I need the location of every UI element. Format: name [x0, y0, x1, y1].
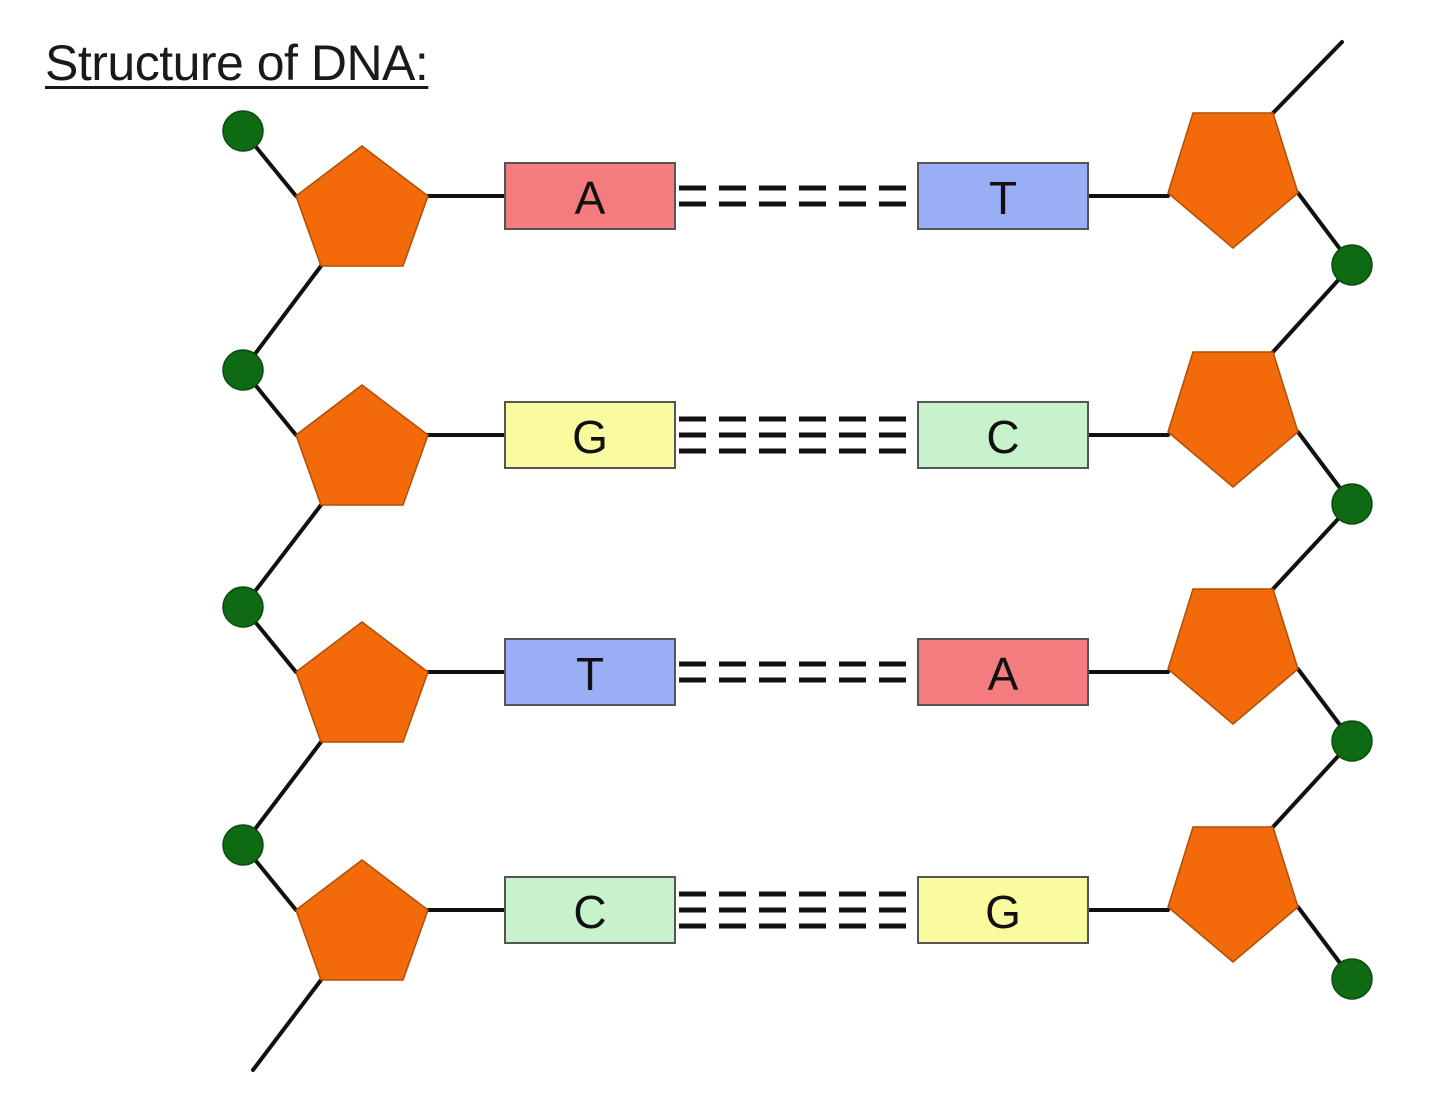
phosphate-group [1331, 720, 1373, 762]
diagram-title: Structure of DNA: [45, 35, 429, 91]
backbone-bond [241, 264, 323, 372]
deoxyribose-sugar [295, 384, 429, 506]
deoxyribose-sugar [295, 145, 429, 267]
deoxyribose-sugar [1167, 588, 1299, 725]
base-T [917, 162, 1089, 230]
base-A [504, 162, 676, 230]
backbone-tail [251, 978, 323, 1072]
base-label: T [989, 172, 1017, 224]
base-C [917, 401, 1089, 469]
base-label: C [573, 886, 606, 938]
phosphate-group [1331, 244, 1373, 286]
base-label: C [986, 411, 1019, 463]
base-T [504, 638, 676, 706]
base-G [504, 401, 676, 469]
base-label: T [576, 648, 604, 700]
backbone-tail [1271, 40, 1344, 115]
base-label: A [575, 172, 606, 224]
deoxyribose-sugar [295, 859, 429, 981]
phosphate-group [222, 110, 264, 152]
deoxyribose-sugar [1167, 351, 1299, 488]
deoxyribose-sugar [295, 621, 429, 743]
base-C [504, 876, 676, 944]
base-A [917, 638, 1089, 706]
base-label: G [985, 886, 1021, 938]
deoxyribose-sugar [1167, 826, 1299, 963]
backbone-bond [241, 503, 323, 609]
base-label: A [988, 648, 1019, 700]
phosphate-group [1331, 958, 1373, 1000]
phosphate-group [222, 349, 264, 391]
phosphate-group [222, 824, 264, 866]
base-G [917, 876, 1089, 944]
deoxyribose-sugar [1167, 112, 1299, 249]
phosphate-group [222, 586, 264, 628]
base-label: G [572, 411, 608, 463]
backbone-bond [241, 740, 323, 847]
phosphate-group [1331, 483, 1373, 525]
